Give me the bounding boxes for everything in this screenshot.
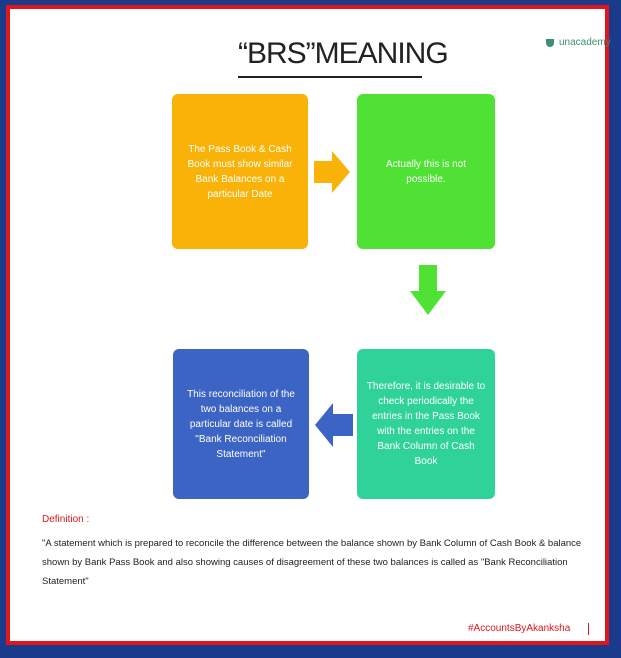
- hashtag-divider: [588, 623, 589, 635]
- arrow-down-icon: [410, 265, 446, 315]
- box-passbook-cashbook: The Pass Book & Cash Book must show simi…: [172, 94, 308, 249]
- unacademy-logo-icon: [546, 38, 554, 47]
- unacademy-logo: unacademy: [545, 37, 611, 48]
- logo-text: unacademy: [559, 37, 611, 48]
- hashtag: #AccountsByAkanksha: [468, 623, 571, 634]
- arrow-left-icon: [315, 403, 353, 447]
- slide-frame: “BRS”MEANING unacademy The Pass Book & C…: [6, 5, 611, 645]
- box-not-possible: Actually this is not possible.: [357, 94, 495, 249]
- box-check-periodically: Therefore, it is desirable to check peri…: [357, 349, 495, 499]
- box-reconciliation-statement: This reconciliation of the two balances …: [173, 349, 309, 499]
- title-underline: [238, 76, 422, 78]
- definition-text: "A statement which is prepared to reconc…: [42, 538, 582, 587]
- arrow-right-icon: [314, 151, 350, 193]
- definition-label: Definition :: [42, 514, 90, 525]
- slide-title: “BRS”MEANING: [238, 37, 449, 70]
